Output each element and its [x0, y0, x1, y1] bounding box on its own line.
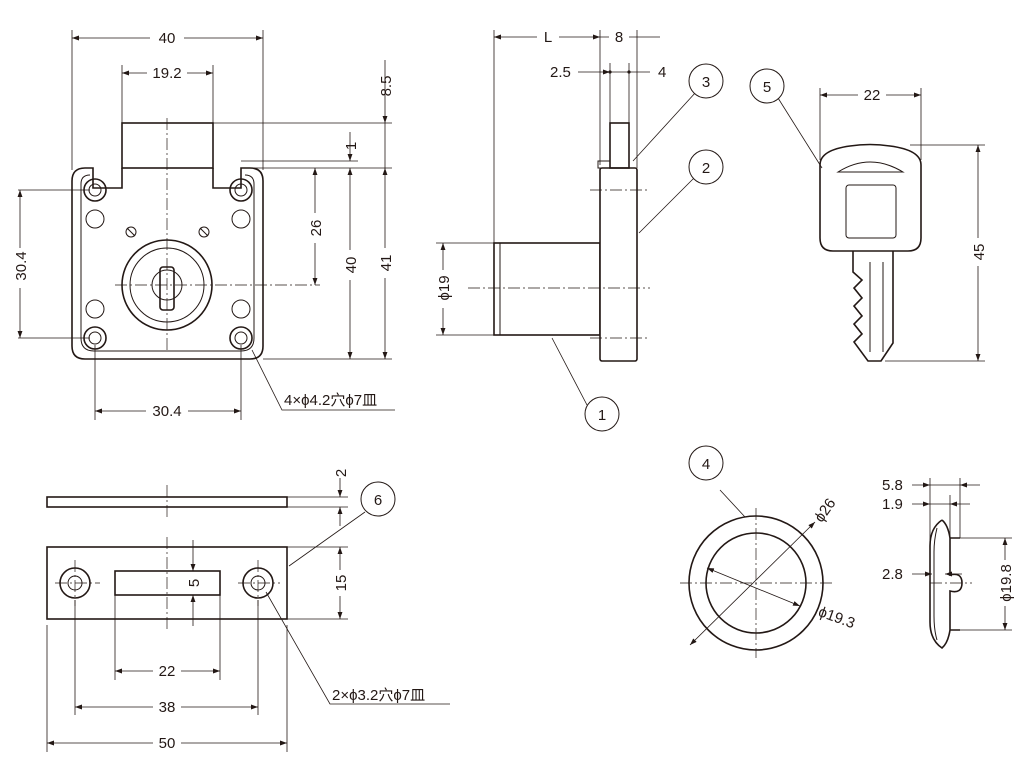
mounting-holes — [83, 178, 253, 350]
dim-shank-dia: ϕ19.8 — [998, 564, 1015, 602]
dim-slot-width: 22 — [159, 663, 176, 680]
side-view: L 8 2.5 4 ϕ19 — [433, 26, 697, 406]
dim-slot-height: 5 — [186, 579, 203, 587]
dim-lip: 1.9 — [882, 496, 903, 513]
dim-plate-thickness: 2 — [333, 469, 350, 477]
callout-6: 6 — [360, 481, 396, 517]
bolt-block — [121, 122, 214, 169]
dim-plate-width: 50 — [159, 735, 176, 752]
dim-pitch-h-30-4: 30.4 — [152, 403, 181, 420]
lock-case-outer — [71, 167, 264, 360]
key-head — [819, 143, 922, 252]
callout-3-label: 3 — [702, 74, 710, 91]
dim-outer-dia: ϕ26 — [811, 495, 839, 525]
dim-key-length: 45 — [971, 244, 988, 261]
dim-inner-dia: ϕ19.3 — [816, 603, 857, 632]
front-view: 40 19.2 8.5 1 26 40 41 30.4 30.4 4×ϕ4.2穴… — [10, 27, 395, 420]
plate-hole-note: 2×ϕ3.2穴ϕ7皿 — [332, 687, 425, 704]
callout-4: 4 — [688, 445, 724, 481]
callout-1: 1 — [584, 396, 620, 432]
rivet — [198, 226, 210, 238]
dim-step-1: 1 — [343, 142, 360, 150]
callout-3: 3 — [688, 63, 724, 99]
dim-top-8-5: 8.5 — [378, 76, 395, 97]
bolt-side — [609, 122, 630, 169]
escutcheon-front-view: ϕ26 ϕ19.3 — [680, 489, 857, 658]
callout-6-label: 6 — [374, 492, 382, 509]
dim-height-41: 41 — [378, 255, 395, 272]
lock-case-inner — [80, 174, 255, 352]
key-view: 22 45 — [777, 84, 988, 362]
dim-width-40: 40 — [159, 30, 176, 47]
callout-5: 5 — [749, 68, 785, 104]
dim-plate-height: 15 — [333, 575, 350, 592]
dim-2-5: 2.5 — [550, 64, 571, 81]
strike-plate-view: 2 15 5 22 38 50 2×ϕ3.2穴ϕ7皿 — [46, 469, 450, 752]
cylinder-barrel — [493, 242, 601, 336]
dim-side-40: 40 — [343, 257, 360, 274]
bolt-slot — [114, 570, 221, 596]
dim-pitch-v-30-4: 30.4 — [13, 251, 30, 280]
lock-body-side — [599, 167, 638, 362]
key-blade — [852, 251, 894, 362]
dim-cylinder-dia: ϕ19 — [436, 275, 453, 300]
callout-2-label: 2 — [702, 160, 710, 177]
dim-depth: 5.8 — [882, 477, 903, 494]
callout-5-label: 5 — [763, 79, 771, 96]
dim-key-width: 22 — [864, 87, 881, 104]
dim-hole-pitch: 38 — [159, 699, 176, 716]
dim-4: 4 — [658, 64, 666, 81]
key-recess — [845, 184, 897, 239]
dim-flange-8: 8 — [615, 29, 623, 46]
dim-offset: 2.8 — [882, 566, 903, 583]
callout-2: 2 — [688, 149, 724, 185]
dim-length-l: L — [544, 29, 552, 46]
dim-upper-19-2: 19.2 — [152, 65, 181, 82]
dim-center-26: 26 — [308, 220, 325, 237]
escutcheon-side-view: 5.8 1.9 2.8 ϕ19.8 — [882, 477, 1015, 649]
hole-note: 4×ϕ4.2穴ϕ7皿 — [284, 392, 377, 409]
key-grip-slot — [836, 161, 905, 173]
callout-4-label: 4 — [702, 456, 710, 473]
rivet — [125, 226, 137, 238]
callout-1-label: 1 — [598, 407, 606, 424]
